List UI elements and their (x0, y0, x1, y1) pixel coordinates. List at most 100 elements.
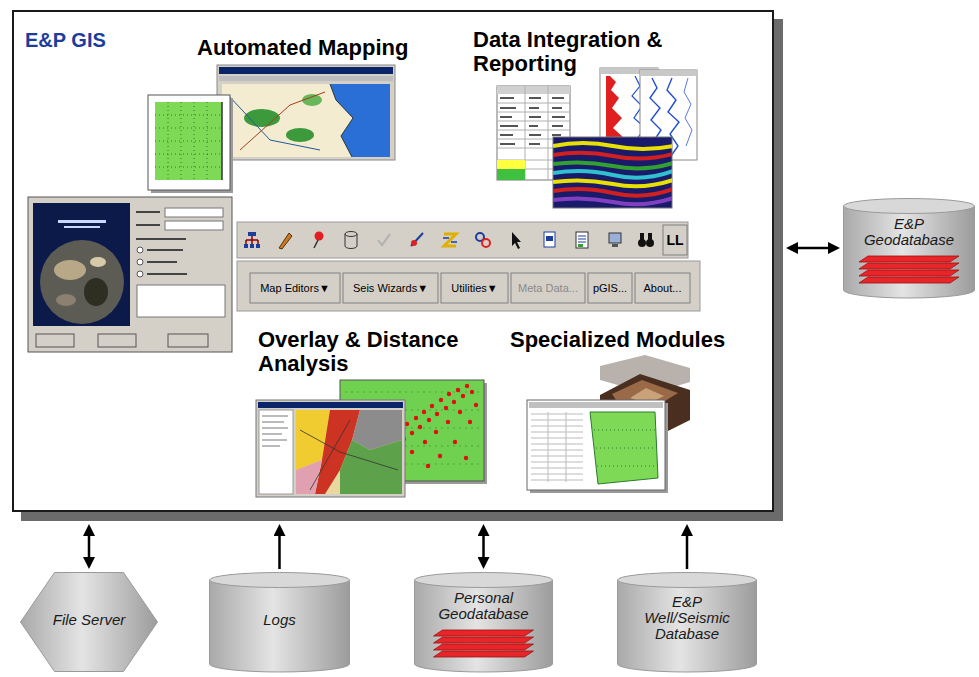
panel-shadow (12, 10, 783, 521)
data-table-screenshot (497, 169, 525, 180)
data-table-screenshot (500, 116, 512, 118)
map-window-screenshot (228, 95, 320, 150)
layer-stack (859, 270, 959, 276)
data-table-screenshot (497, 86, 570, 94)
small-map-screenshot (148, 95, 230, 190)
geologic-map-screenshot (296, 460, 322, 494)
data-table-screenshot (529, 107, 539, 109)
module-dialog-screenshot (527, 400, 668, 493)
node-label: E&P Geodatabase (854, 216, 964, 248)
well-log-screenshot (640, 70, 697, 76)
map-window-screenshot (302, 94, 322, 106)
cylinder-shape (414, 572, 553, 672)
geologic-map-screenshot (256, 400, 405, 497)
point-map-screenshot (427, 418, 431, 422)
menu-button-text: Map Editors▼ (250, 273, 340, 303)
cylinder-body (844, 206, 975, 298)
database-cylinder: Logs (209, 572, 350, 672)
server-hexagon: File Server (20, 572, 158, 672)
map-window-screenshot (219, 67, 393, 74)
point-map-screenshot (470, 390, 474, 394)
toolbar-strip (237, 222, 688, 258)
splash-dialog-screenshot (137, 271, 143, 277)
main-panel: E&P GIS (12, 10, 774, 512)
small-map-screenshot (155, 102, 222, 180)
section-heading: Data Integration & Reporting (473, 28, 678, 76)
splash-dialog-screenshot (28, 197, 232, 352)
splash-dialog-screenshot (56, 294, 76, 306)
point-map-screenshot (444, 406, 448, 410)
toolbar-strip (256, 244, 260, 248)
point-map-screenshot (430, 404, 434, 408)
menu-strip (441, 273, 508, 303)
connector-arrow (88, 534, 91, 560)
toolbar-strip (411, 233, 423, 246)
map-window-screenshot (217, 65, 395, 160)
layer-stack (434, 637, 534, 643)
data-table-screenshot (552, 116, 565, 118)
splash-dialog-screenshot (98, 334, 136, 347)
toolbar-strip (476, 233, 490, 247)
geologic-map-screenshot (262, 416, 288, 446)
point-map-screenshot (452, 400, 456, 404)
toolbar-strip (609, 233, 621, 247)
cylinder-shape (843, 198, 975, 298)
data-table-screenshot (552, 107, 562, 109)
point-map-screenshot (474, 403, 478, 407)
seismic-section-screenshot (553, 137, 672, 208)
menu-strip (343, 273, 438, 303)
database-cylinder: E&P Geodatabase (843, 198, 975, 298)
seismic-section-screenshot (553, 143, 672, 204)
map-window-screenshot (286, 128, 314, 142)
splash-dialog-screenshot (165, 221, 223, 230)
toolbar-strip (345, 246, 357, 249)
splash-dialog-screenshot (147, 249, 183, 251)
data-table-screenshot (497, 160, 525, 169)
point-map-screenshot (435, 412, 439, 416)
module-dialog-screenshot (590, 412, 658, 484)
connector-arrow (686, 534, 689, 569)
map-window-screenshot (330, 84, 390, 157)
menu-strip (511, 273, 585, 303)
toolbar-strip (578, 236, 586, 242)
cylinder-top (618, 573, 757, 588)
splash-dialog-screenshot (28, 197, 232, 352)
cylinder-body (618, 580, 757, 672)
toolbar-strip (248, 232, 256, 236)
point-map-screenshot (465, 384, 469, 388)
layer-stack (859, 256, 959, 262)
toolbar-strip (576, 232, 588, 248)
splash-dialog-screenshot (36, 334, 74, 347)
cylinder-top (415, 573, 553, 588)
point-map-screenshot (468, 420, 472, 424)
menu-strip (635, 273, 690, 303)
point-map-screenshot (461, 394, 465, 398)
point-map-screenshot (453, 440, 457, 444)
splash-dialog-screenshot (40, 240, 124, 324)
panel-shadow (12, 10, 774, 512)
toolbar-strip (512, 232, 521, 249)
menu-strip (237, 261, 700, 311)
point-map-screenshot (446, 420, 450, 424)
data-table-screenshot (529, 134, 541, 136)
toolbar-strip (411, 240, 417, 246)
database-cylinder: Personal Geodatabase (414, 572, 553, 672)
point-map-screenshot (438, 454, 442, 458)
seismic-section-screenshot (553, 198, 672, 204)
splash-dialog-screenshot (168, 334, 208, 347)
menu-button-text: Utilities▼ (441, 273, 508, 303)
toolbar-strip (663, 225, 687, 255)
toolbar-strip (279, 233, 292, 249)
section-heading: Specialized Modules (510, 328, 725, 352)
point-map-screenshot (410, 450, 414, 454)
node-label: E&P Well/Seismic Database (637, 594, 737, 642)
menu-button-text: pGIS... (588, 273, 632, 303)
toolbar-strip (609, 233, 621, 243)
toolbar-strip (640, 233, 644, 241)
toolbar-strip (578, 244, 583, 247)
data-table-screenshot (500, 97, 514, 99)
toolbar-strip (345, 232, 357, 237)
connector-arrow (796, 247, 831, 250)
layer-stack (859, 263, 959, 269)
